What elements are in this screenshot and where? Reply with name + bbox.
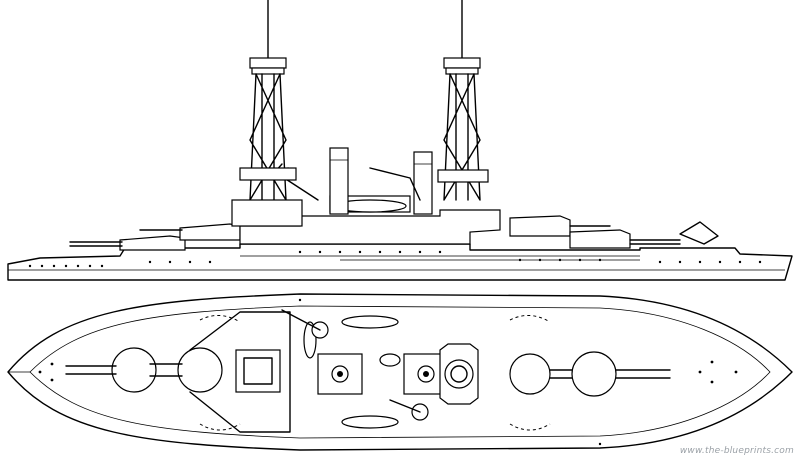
side-hull — [7, 243, 793, 281]
plan-fore-turret-2 — [149, 347, 223, 393]
plan-fore-turret-1 — [65, 347, 157, 393]
side-fore-turret — [69, 223, 241, 251]
side-cage-mast-aft — [437, 0, 489, 201]
plan-conning-tower — [235, 349, 281, 393]
plan-aft-turret-1 — [509, 353, 581, 395]
side-crane-aft — [369, 167, 421, 201]
side-profile-view — [7, 0, 793, 281]
plan-hull-outline — [7, 293, 793, 451]
side-aft-turret — [509, 215, 719, 249]
plan-view — [7, 293, 793, 451]
side-cage-mast-fore — [231, 0, 303, 227]
plan-deck-fittings — [38, 298, 738, 446]
portholes — [28, 250, 762, 268]
side-funnels — [329, 147, 433, 215]
plan-aft-turret-2 — [571, 351, 671, 397]
watermark-text: www.the-blueprints.com — [679, 446, 794, 456]
